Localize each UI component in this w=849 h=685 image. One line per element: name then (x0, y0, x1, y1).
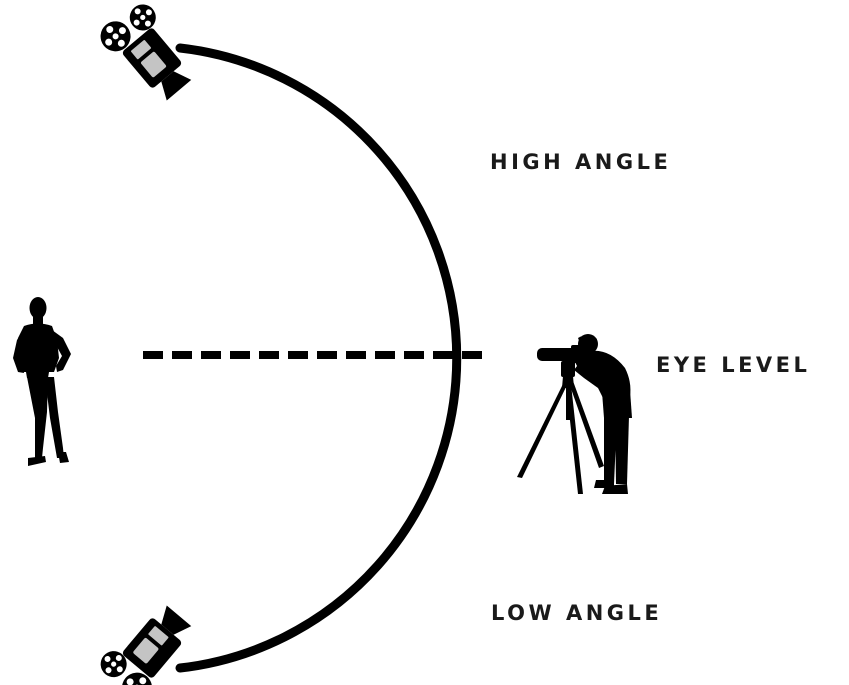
photographer-tripod-icon (517, 334, 632, 494)
high-angle-label: HIGH ANGLE (490, 150, 671, 174)
film-camera-icon (94, 0, 203, 109)
eye-level-label: EYE LEVEL (656, 353, 810, 377)
low-angle-label: LOW ANGLE (491, 601, 662, 625)
standing-person-icon (13, 297, 71, 466)
